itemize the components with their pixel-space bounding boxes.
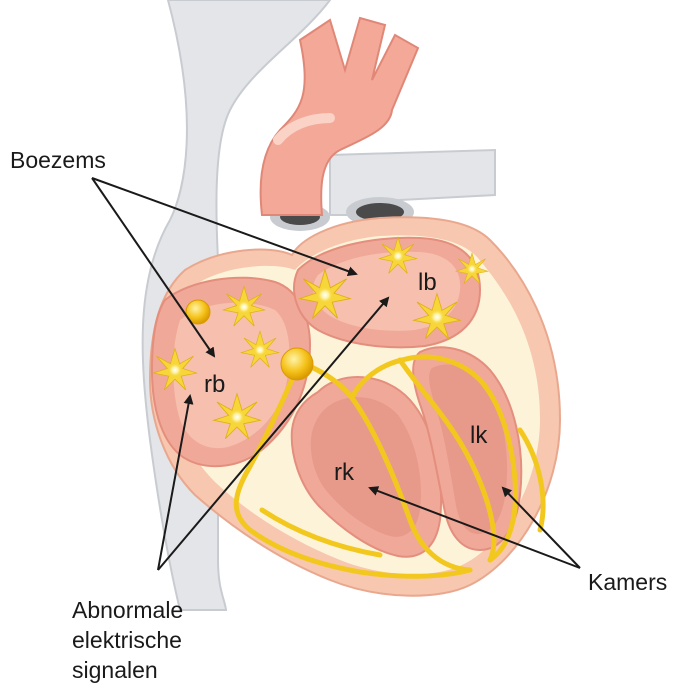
- label-ventricles: Kamers: [588, 569, 667, 595]
- label-left-atrium: lb: [418, 269, 437, 296]
- av-node-icon: [281, 348, 313, 380]
- label-right-atrium: rb: [204, 371, 225, 398]
- label-left-ventricle: lk: [470, 422, 488, 449]
- label-right-ventricle: rk: [334, 459, 355, 486]
- label-signals-line1: Abnormale: [72, 597, 183, 623]
- label-atria: Boezems: [10, 147, 106, 173]
- label-signals-line2: elektrische: [72, 627, 182, 653]
- label-signals-line3: signalen: [72, 657, 158, 683]
